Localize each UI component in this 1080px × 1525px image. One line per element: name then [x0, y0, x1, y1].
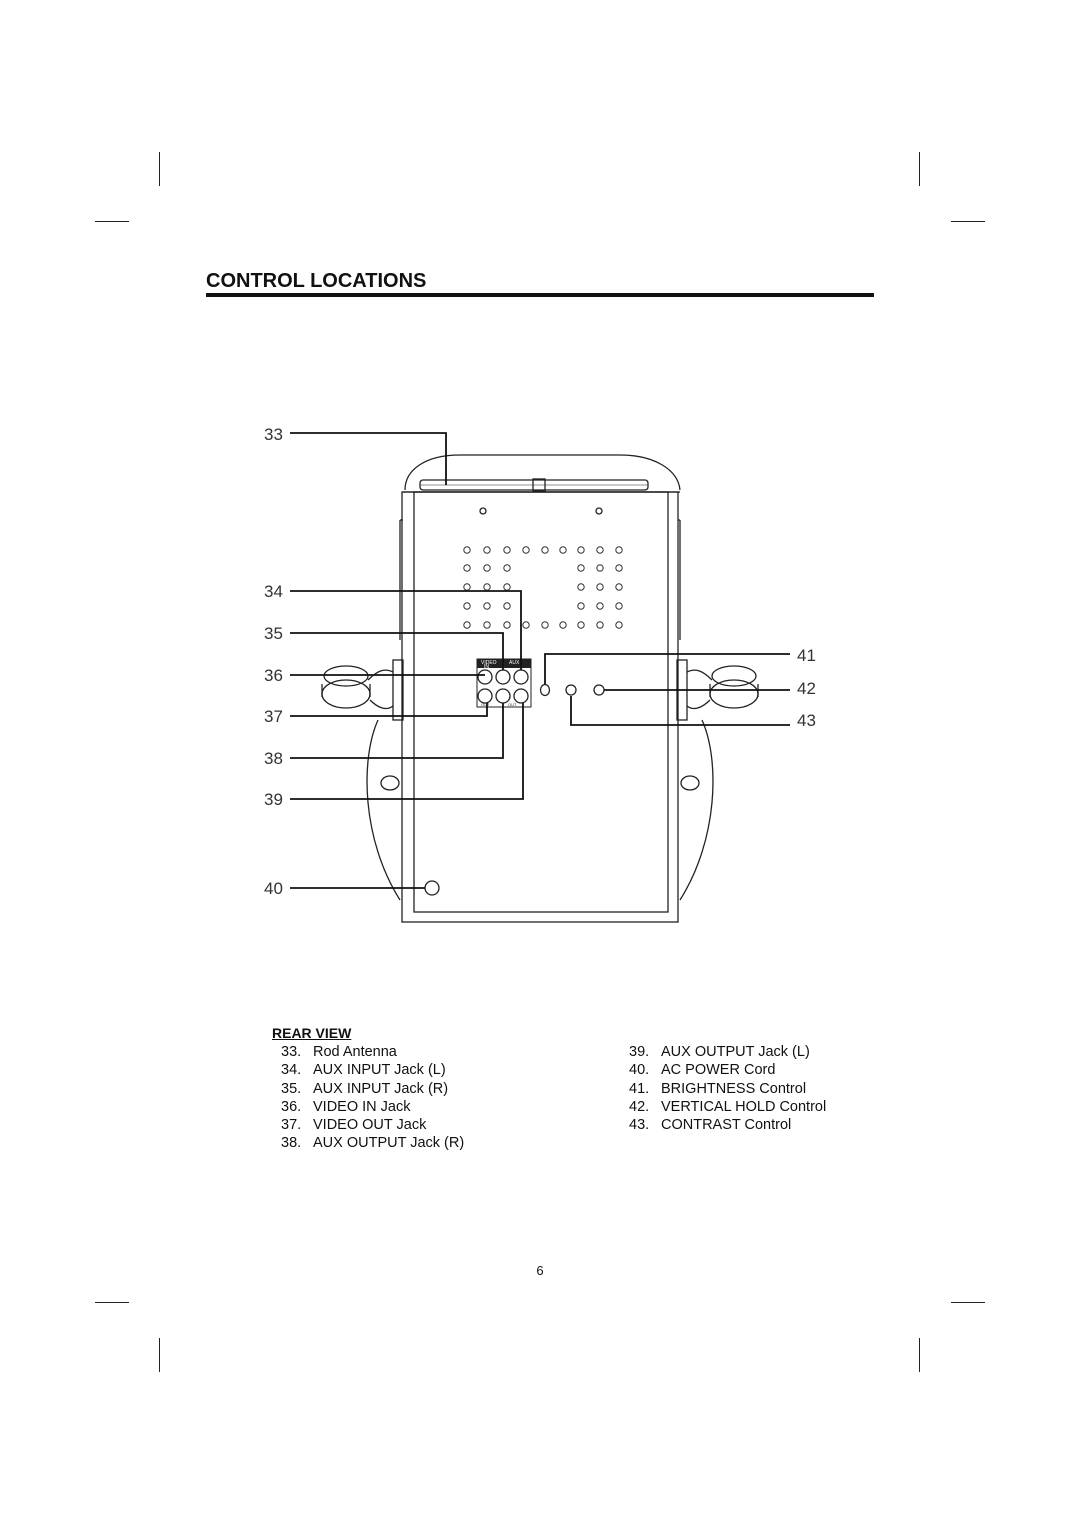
leader-41	[544, 653, 790, 684]
left-housing	[366, 519, 403, 901]
leader-39	[290, 703, 524, 800]
callout-33: 33	[264, 425, 283, 444]
aux-output-l-jack	[513, 688, 529, 704]
aux-output-r-jack	[495, 688, 511, 704]
leader-35	[290, 632, 504, 670]
legend-item: 39.AUX OUTPUT Jack (L)	[629, 1044, 810, 1060]
legend-left-column: 33.Rod Antenna 34.AUX INPUT Jack (L) 35.…	[281, 1043, 464, 1153]
callout-35: 35	[264, 624, 283, 643]
cabinet-outer	[401, 491, 679, 923]
svg-text:OUT: OUT	[508, 702, 517, 707]
right-housing	[678, 519, 714, 901]
svg-text:AUX: AUX	[509, 660, 520, 666]
svg-text:VIDEO: VIDEO	[481, 660, 497, 666]
video-in-jack	[477, 669, 493, 685]
svg-text:IN: IN	[484, 664, 489, 670]
crop-mark	[159, 1338, 160, 1372]
crop-mark	[919, 1338, 920, 1372]
callout-43: 43	[797, 711, 816, 730]
leader-33	[290, 432, 447, 485]
legend-item: 38.AUX OUTPUT Jack (R)	[281, 1135, 465, 1152]
speaker-grille	[463, 546, 623, 629]
top-handle	[404, 454, 681, 491]
legend-item: 43.CONTRAST Control	[629, 1117, 792, 1134]
legend-item: 42.VERTICAL HOLD Control	[629, 1098, 827, 1115]
callout-37: 37	[264, 707, 283, 726]
legend-item: 35.AUX INPUT Jack (R)	[281, 1080, 449, 1097]
legend-item: 33.Rod Antenna	[281, 1044, 397, 1060]
crop-mark	[95, 1302, 129, 1303]
crop-mark	[159, 152, 160, 186]
left-knob	[321, 659, 404, 721]
crop-mark	[919, 152, 920, 186]
legend-item: 40.AC POWER Cord	[629, 1062, 776, 1079]
legend-right-column: 39.AUX OUTPUT Jack (L) 40.AC POWER Cord …	[629, 1043, 826, 1134]
legend-item: 37.VIDEO OUT Jack	[281, 1117, 427, 1134]
leader-34	[290, 590, 522, 670]
aux-input-r-jack	[513, 669, 529, 685]
ac-power-cord	[424, 880, 440, 896]
legend-item: 36.VIDEO IN Jack	[281, 1098, 411, 1115]
page-title: CONTROL LOCATIONS	[206, 270, 427, 292]
leader-43	[570, 696, 790, 726]
callout-39: 39	[264, 790, 283, 809]
callout-40: 40	[264, 879, 283, 898]
legend-title: REAR VIEW	[272, 1025, 352, 1041]
video-out-jack	[477, 688, 493, 704]
crop-mark	[951, 221, 985, 222]
legend-item: 41.BRIGHTNESS Control	[629, 1080, 807, 1097]
vertical-hold-control	[593, 684, 605, 696]
callout-38: 38	[264, 749, 283, 768]
leader-38	[290, 703, 504, 759]
aux-input-l-jack	[495, 669, 511, 685]
svg-text:OUT: OUT	[481, 702, 490, 707]
callout-41: 41	[797, 646, 816, 665]
contrast-control	[565, 684, 577, 696]
title-rule	[206, 293, 874, 297]
callout-34: 34	[264, 582, 283, 601]
cabinet-inner	[413, 491, 669, 913]
jack-panel: VIDEO IN AUX OUT OUT	[476, 658, 532, 708]
callout-42: 42	[797, 679, 816, 698]
crop-mark	[95, 221, 129, 222]
crop-mark	[951, 1302, 985, 1303]
legend-item: 34.AUX INPUT Jack (L)	[281, 1062, 446, 1079]
leader-37	[290, 703, 488, 717]
callout-36: 36	[264, 666, 283, 685]
foot-left	[380, 775, 400, 791]
foot-right	[680, 775, 700, 791]
page-number: 6	[536, 1263, 544, 1278]
brightness-control	[539, 683, 551, 697]
